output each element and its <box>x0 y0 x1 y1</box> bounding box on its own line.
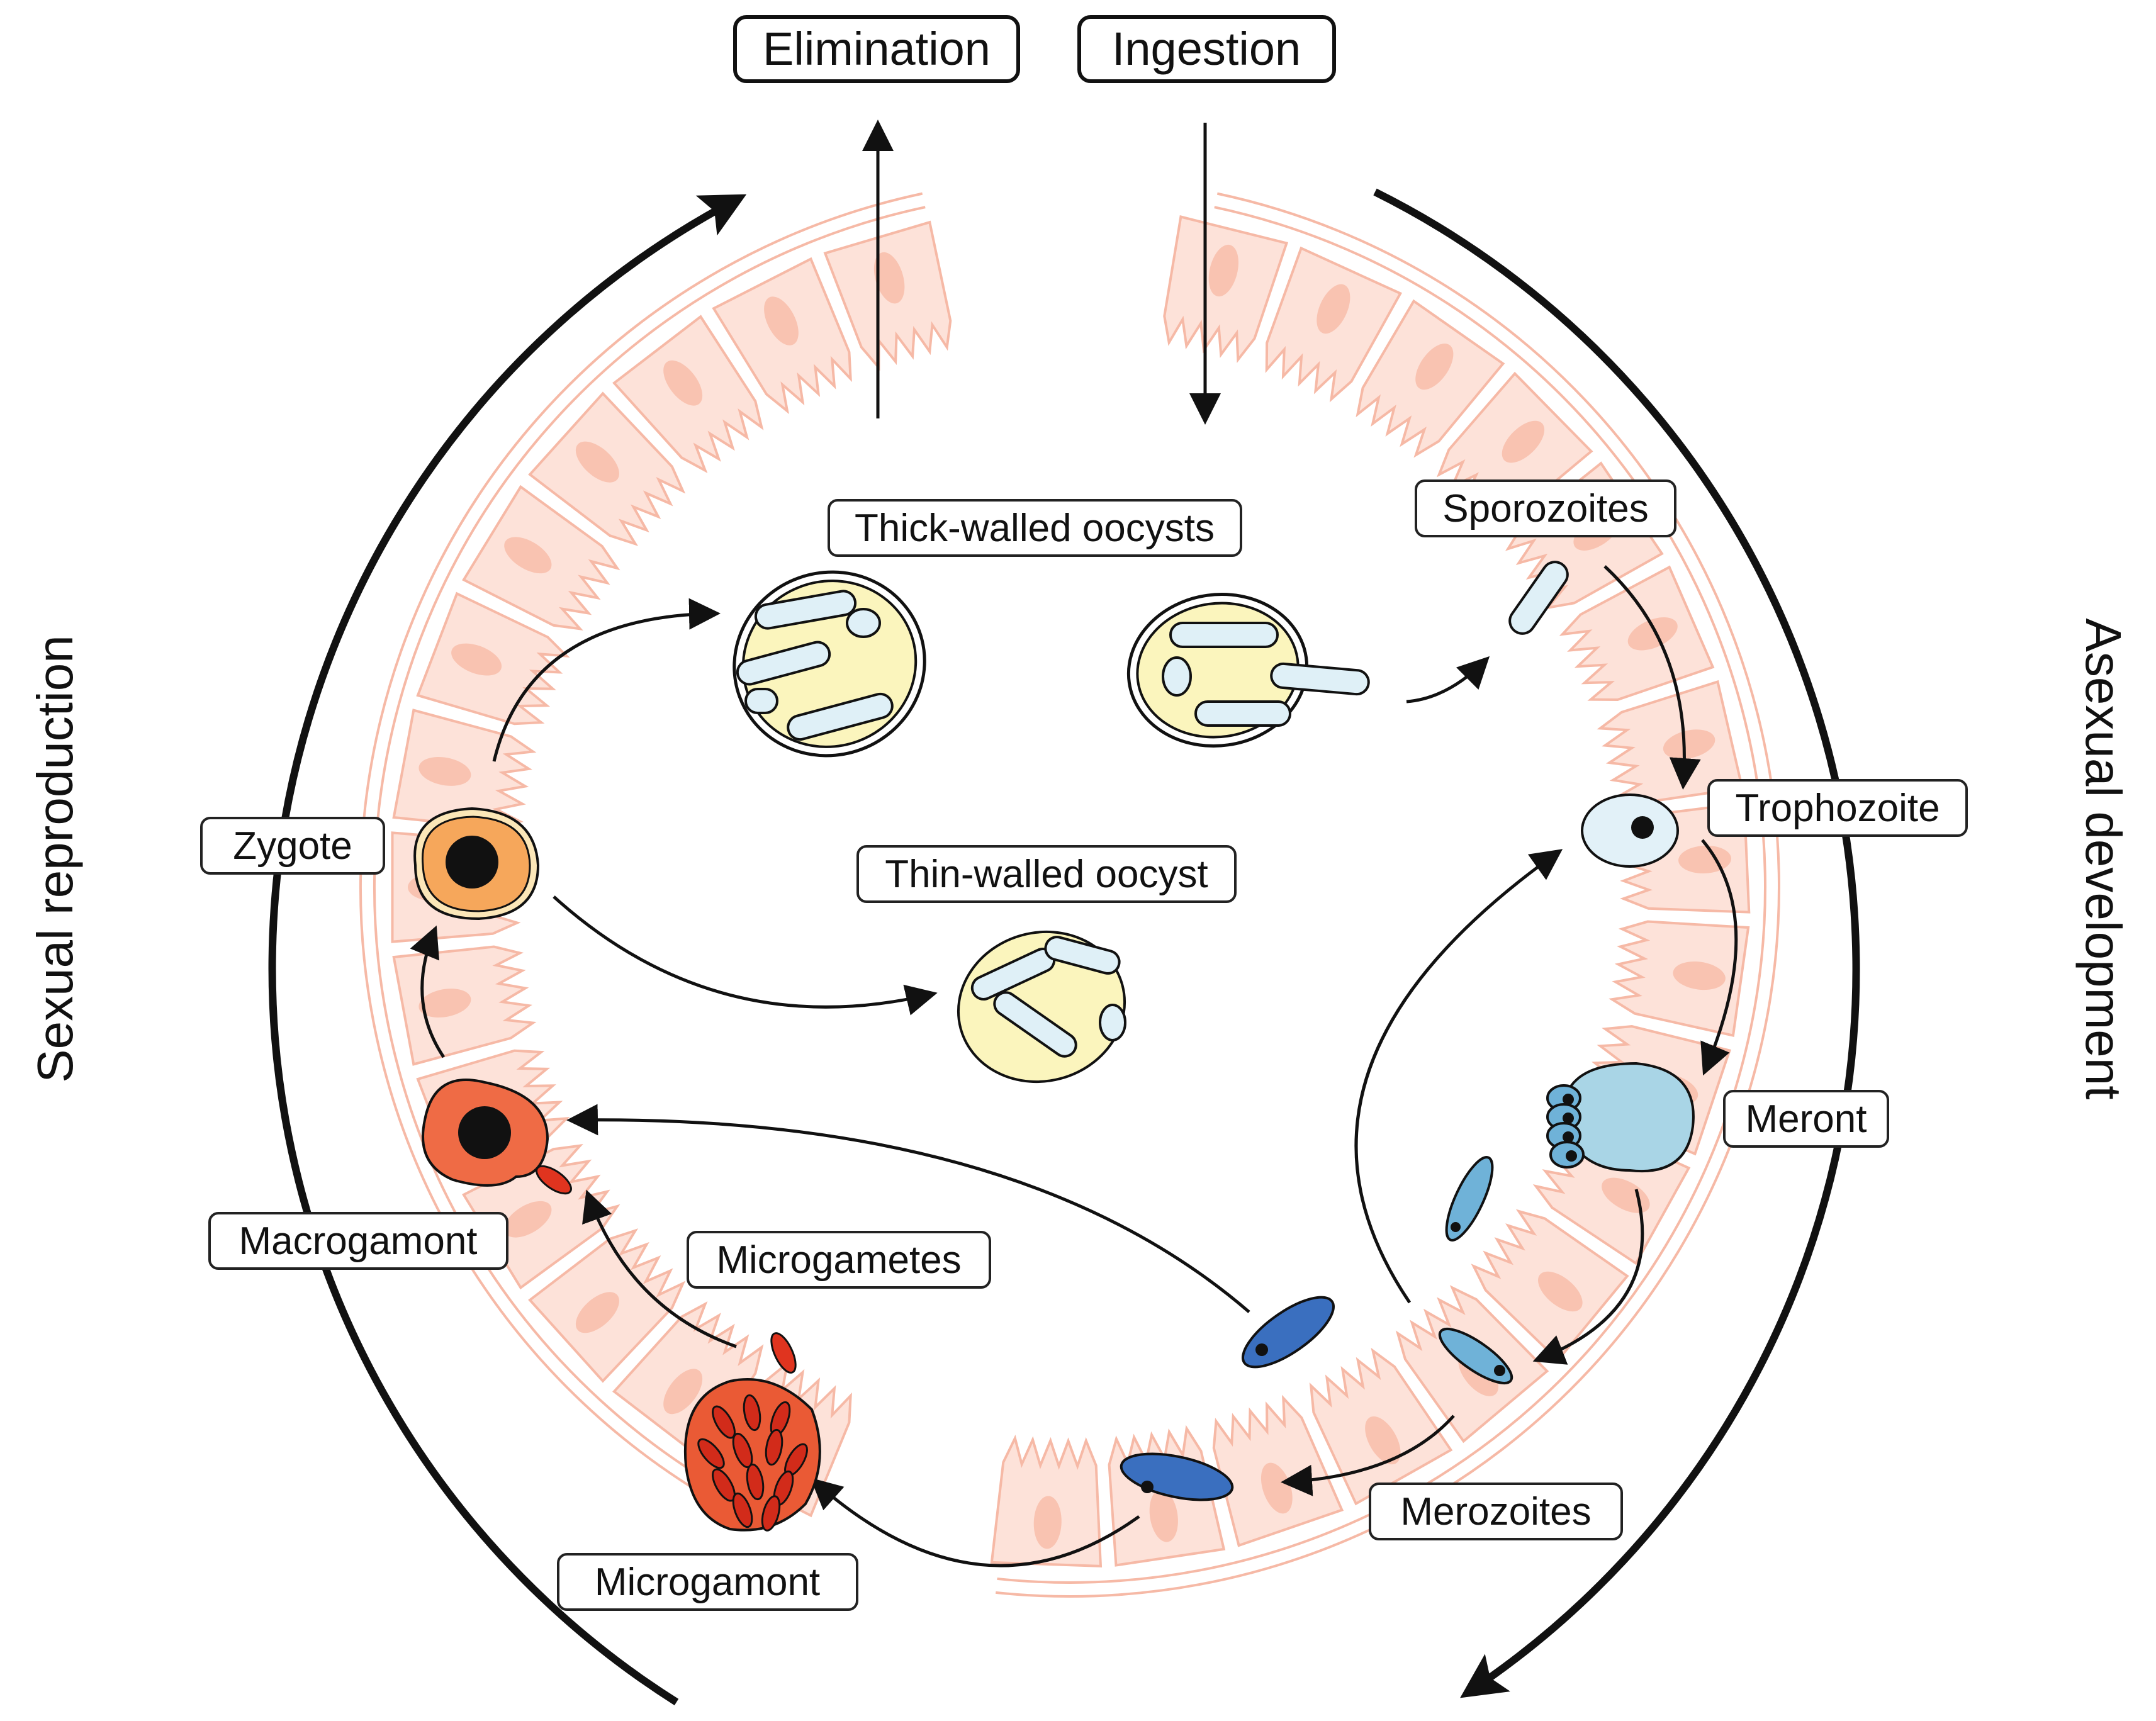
cell-nucleus <box>1602 1177 1650 1213</box>
thick-walled-oocyst-excysting <box>1126 593 1370 748</box>
elimination-label: Elimination <box>733 15 1020 83</box>
merozoite-dark-2 <box>1120 1452 1234 1501</box>
internal-microgamete <box>697 1438 725 1469</box>
svg-text:Meront: Meront <box>1746 1097 1867 1141</box>
microgamete-free <box>770 1332 797 1374</box>
merozoite-light-1 <box>1445 1156 1494 1242</box>
svg-text:Thick-walled oocysts: Thick-walled oocysts <box>855 507 1215 550</box>
internal-microgamete <box>732 1492 753 1528</box>
internal-microgamete <box>746 1463 765 1501</box>
cell-nucleus <box>1149 1489 1178 1542</box>
basement-membrane <box>373 206 926 1519</box>
cell-nucleus <box>575 441 619 483</box>
asexual-development-label: Asexual development <box>2075 619 2131 1100</box>
svg-text:Zygote: Zygote <box>233 824 352 868</box>
cell-nucleus <box>1365 1416 1401 1465</box>
sexual-reproduction-label: Sexual reproduction <box>27 635 83 1083</box>
svg-text:Microgamont: Microgamont <box>595 1561 820 1604</box>
svg-text:Macrogamont: Macrogamont <box>239 1219 477 1263</box>
cell-nucleus <box>1033 1496 1062 1549</box>
cell-nucleus <box>451 643 502 676</box>
meront-label: Meront <box>1723 1090 1889 1148</box>
cell-nucleus <box>663 360 703 406</box>
sporozoite <box>1508 561 1569 635</box>
cell-nucleus <box>418 989 471 1018</box>
microgamont <box>683 1378 821 1532</box>
sexual-reproduction-arc <box>268 194 747 1706</box>
microgametes-label: Microgametes <box>687 1231 991 1289</box>
svg-text:Thin-walled oocyst: Thin-walled oocyst <box>885 853 1208 896</box>
internal-microgamete <box>712 1405 736 1439</box>
cell-nucleus <box>575 1292 619 1333</box>
cell-nucleus <box>1502 420 1545 463</box>
microgamont-label: Microgamont <box>557 1553 858 1611</box>
thin-walled-oocyst-label: Thin-walled oocyst <box>856 845 1237 903</box>
cell-nucleus <box>1663 729 1715 760</box>
cell-nucleus <box>1538 1271 1583 1312</box>
cell-nucleus <box>1678 845 1732 873</box>
cell-nucleus <box>1208 244 1238 297</box>
meront <box>1546 1062 1695 1173</box>
merozoites-label: Merozoites <box>1369 1483 1623 1540</box>
ingestion-label: Ingestion <box>1077 15 1336 83</box>
cell-nucleus <box>1317 284 1350 334</box>
merozoite-light-2 <box>1438 1328 1513 1384</box>
cell-nucleus <box>764 296 799 345</box>
basement-membrane <box>359 192 923 1532</box>
cell-nucleus <box>873 252 905 304</box>
cell-nucleus <box>504 537 552 574</box>
zygote <box>413 807 540 921</box>
svg-text:Ingestion: Ingestion <box>1112 23 1301 75</box>
merozoite-dark-1 <box>1241 1296 1335 1369</box>
thick-walled-oocysts-label: Thick-walled oocysts <box>828 499 1242 557</box>
sporozoites-label: Sporozoites <box>1415 479 1676 537</box>
svg-text:Sporozoites: Sporozoites <box>1442 487 1648 530</box>
microgamete-attached <box>536 1165 572 1195</box>
cell-nucleus <box>1673 961 1726 990</box>
cell-nucleus <box>418 756 471 786</box>
thick-walled-oocyst-left <box>733 570 926 758</box>
svg-text:Trophozoite: Trophozoite <box>1735 787 1940 830</box>
macrogamont-label: Macrogamont <box>208 1212 508 1270</box>
cell-nucleus <box>1415 344 1454 390</box>
cell-nucleus <box>504 1201 552 1238</box>
cell-nucleus <box>1627 617 1678 651</box>
zygote-label: Zygote <box>200 817 385 875</box>
internal-microgamete <box>743 1394 761 1432</box>
cycle-arrows <box>410 565 1738 1567</box>
asexual-development-arc <box>1373 188 1860 1698</box>
basement-membrane <box>995 192 1781 1598</box>
trophozoite <box>1581 793 1679 868</box>
internal-microgamete <box>761 1495 781 1532</box>
cell-nucleus <box>663 1369 703 1415</box>
trophozoite-label: Trophozoite <box>1707 779 1968 837</box>
thin-walled-oocyst <box>957 930 1126 1084</box>
basement-membrane <box>997 206 1766 1584</box>
svg-text:Microgametes: Microgametes <box>716 1238 961 1282</box>
svg-text:Elimination: Elimination <box>763 23 991 75</box>
svg-text:Merozoites: Merozoites <box>1400 1490 1591 1533</box>
macrogamont <box>422 1079 549 1187</box>
internal-microgamete <box>765 1428 783 1466</box>
